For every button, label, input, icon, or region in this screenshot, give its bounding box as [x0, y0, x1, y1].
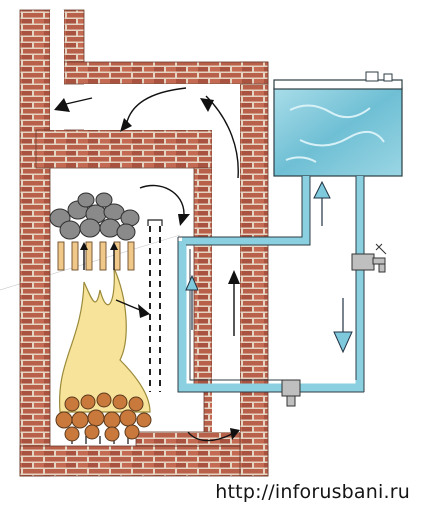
chimney-channel	[50, 10, 64, 130]
outer-left-wall	[19, 9, 51, 477]
chimney-right-wall	[63, 9, 85, 63]
tap-icon	[351, 243, 387, 273]
exchanger-tubes	[149, 226, 161, 392]
firewood	[55, 392, 152, 442]
flame	[58, 267, 151, 413]
brick-body	[19, 9, 269, 477]
flue-channels	[50, 10, 240, 432]
inner-partition	[193, 167, 213, 393]
heater-stones	[49, 192, 140, 241]
firebox	[49, 192, 163, 444]
water-tank	[273, 71, 403, 177]
smoke-arrow-icon	[65, 87, 239, 442]
rising-channel	[212, 84, 240, 432]
site-url: http://inforusbani.ru	[215, 481, 410, 503]
grate	[71, 436, 129, 444]
valve-icon	[281, 379, 301, 407]
bottom-wall	[19, 445, 269, 477]
outer-right-wall	[239, 61, 269, 477]
channel-floor	[135, 431, 241, 447]
top-wall	[63, 61, 269, 85]
stone-grate	[57, 241, 135, 271]
inner-ceiling	[35, 129, 213, 169]
smoke-arrowheads	[54, 98, 240, 440]
